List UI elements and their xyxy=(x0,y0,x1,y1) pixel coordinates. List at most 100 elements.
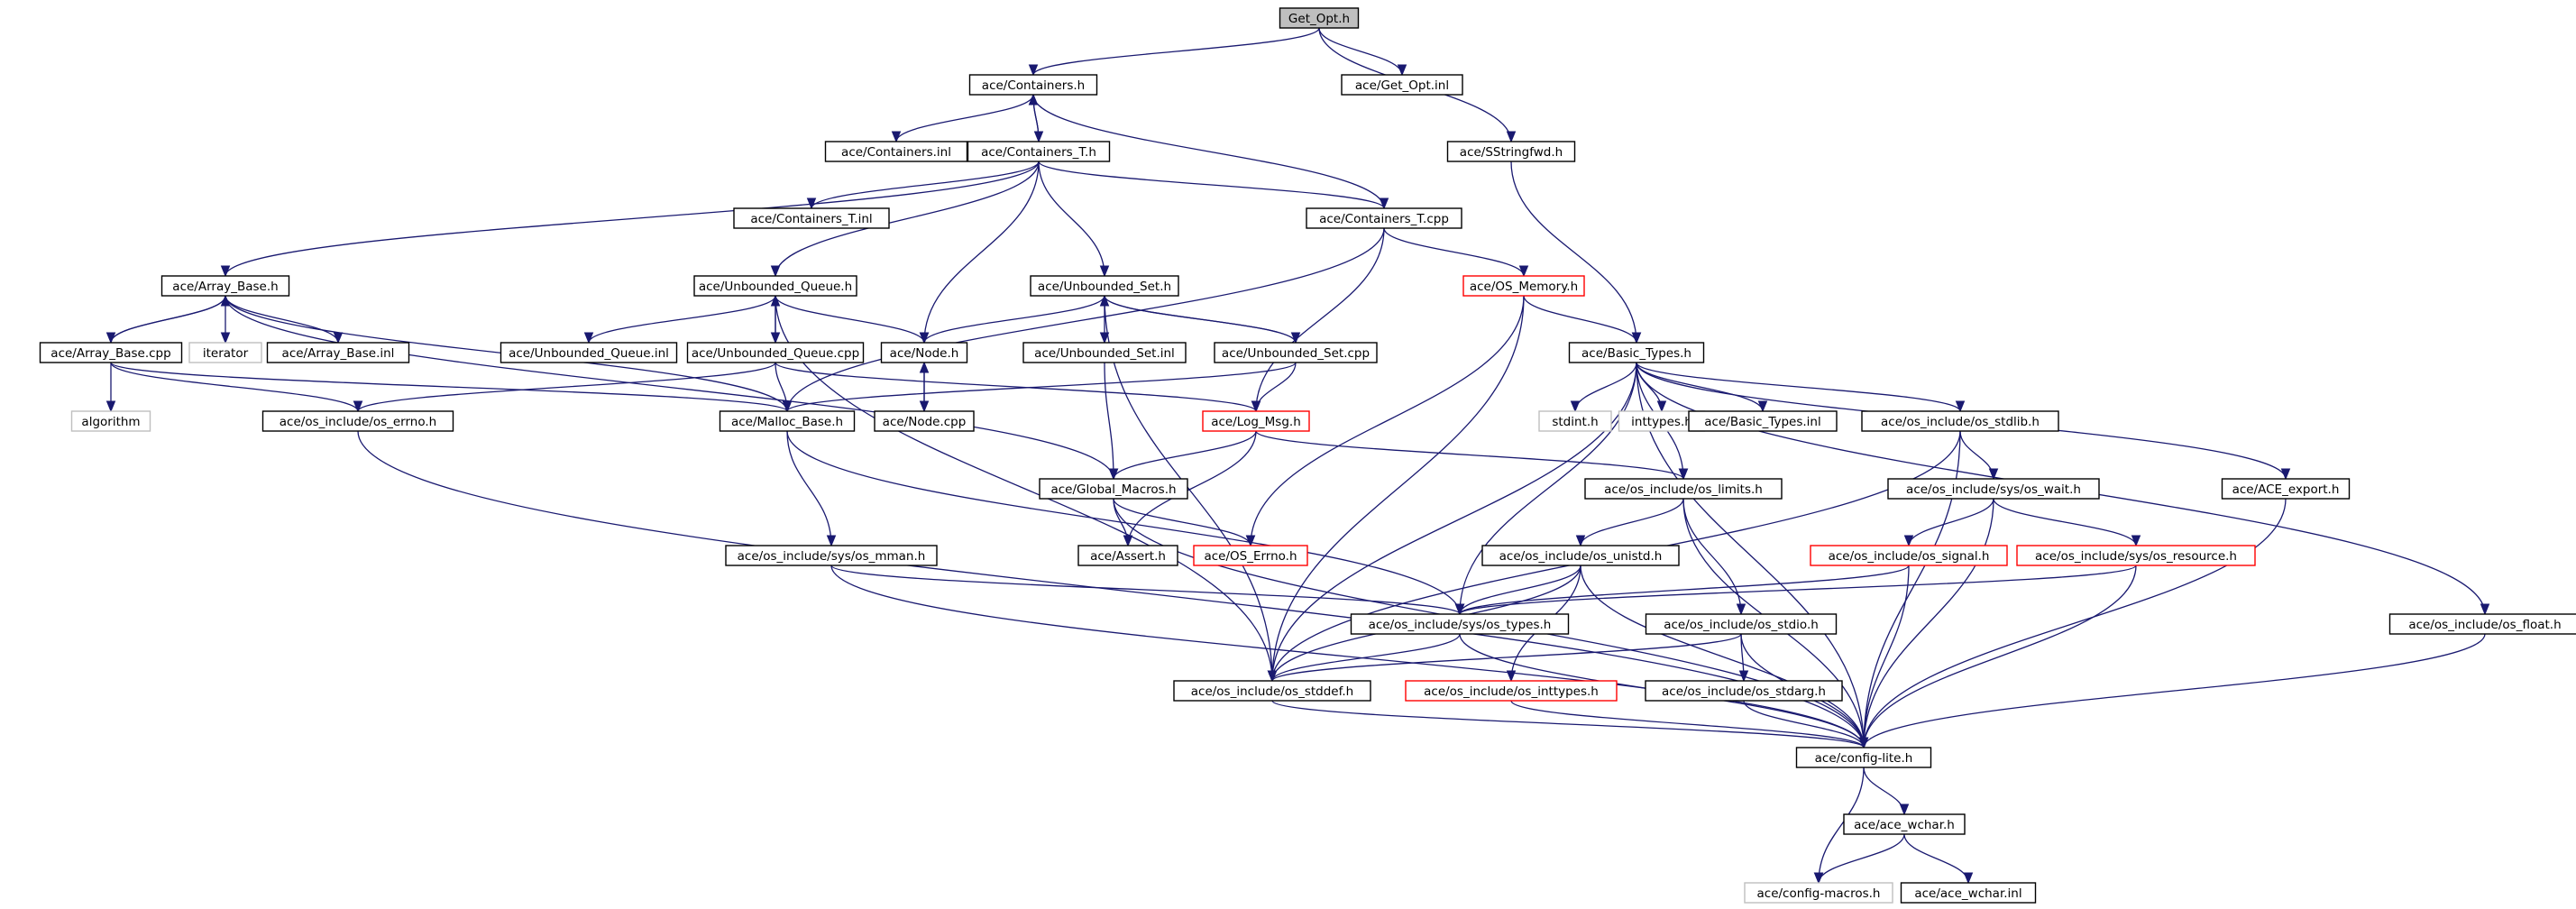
node-box[interactable] xyxy=(1584,478,1783,500)
node-containers-t-inl[interactable]: ace/Containers_T.inl xyxy=(733,207,890,229)
node-box[interactable] xyxy=(880,342,968,363)
node-box[interactable] xyxy=(2388,613,2576,635)
node-box[interactable] xyxy=(1810,545,2008,566)
node-config-lite-h[interactable]: ace/config-lite.h xyxy=(1795,747,1932,768)
node-os-float-h[interactable]: ace/os_include/os_float.h xyxy=(2388,613,2576,635)
node-os-errno-ace-h[interactable]: ace/OS_Errno.h xyxy=(1193,545,1308,566)
node-box[interactable] xyxy=(1405,680,1618,702)
node-iterator[interactable]: iterator xyxy=(188,342,262,363)
node-box[interactable] xyxy=(1306,207,1462,229)
node-box[interactable] xyxy=(824,141,968,162)
node-ace-wchar-inl[interactable]: ace/ace_wchar.inl xyxy=(1900,882,2037,904)
node-box[interactable] xyxy=(1077,545,1178,566)
node-box[interactable] xyxy=(1039,478,1188,500)
node-node-h[interactable]: ace/Node.h xyxy=(880,342,968,363)
node-box[interactable] xyxy=(1645,680,1843,702)
node-inttypes-h[interactable]: inttypes.h xyxy=(1618,410,1706,432)
node-box[interactable] xyxy=(693,275,857,297)
node-box[interactable] xyxy=(719,410,856,432)
node-box[interactable] xyxy=(1795,747,1932,768)
node-box[interactable] xyxy=(733,207,890,229)
node-get-opt-h[interactable]: Get_Opt.h xyxy=(1279,7,1360,29)
node-unbounded-queue-h[interactable]: ace/Unbounded_Queue.h xyxy=(693,275,857,297)
node-unbounded-queue-cpp[interactable]: ace/Unbounded_Queue.cpp xyxy=(686,342,865,363)
node-os-stdio-h[interactable]: ace/os_include/os_stdio.h xyxy=(1645,613,1838,635)
node-config-macros-h[interactable]: ace/config-macros.h xyxy=(1744,882,1893,904)
node-os-mman-h[interactable]: ace/os_include/sys/os_mman.h xyxy=(725,545,938,566)
node-os-memory-h[interactable]: ace/OS_Memory.h xyxy=(1462,275,1585,297)
node-array-base-cpp[interactable]: ace/Array_Base.cpp xyxy=(39,342,183,363)
node-assert-h[interactable]: ace/Assert.h xyxy=(1077,545,1178,566)
node-box[interactable] xyxy=(39,342,183,363)
node-box[interactable] xyxy=(1030,275,1179,297)
node-node-cpp[interactable]: ace/Node.cpp xyxy=(874,410,975,432)
node-os-stdlib-h[interactable]: ace/os_include/os_stdlib.h xyxy=(1861,410,2059,432)
node-get-opt-inl[interactable]: ace/Get_Opt.inl xyxy=(1341,74,1463,96)
node-os-errno-h[interactable]: ace/os_include/os_errno.h xyxy=(261,410,454,432)
node-box[interactable] xyxy=(874,410,975,432)
node-box[interactable] xyxy=(1568,342,1705,363)
node-box[interactable] xyxy=(266,342,410,363)
node-box[interactable] xyxy=(1861,410,2059,432)
node-box[interactable] xyxy=(2016,545,2256,566)
node-box[interactable] xyxy=(188,342,262,363)
node-box[interactable] xyxy=(1744,882,1893,904)
node-box[interactable] xyxy=(1341,74,1463,96)
node-box[interactable] xyxy=(1462,275,1585,297)
node-containers-inl[interactable]: ace/Containers.inl xyxy=(824,141,968,162)
node-array-base-h[interactable]: ace/Array_Base.h xyxy=(160,275,290,297)
node-containers-t-cpp[interactable]: ace/Containers_T.cpp xyxy=(1306,207,1462,229)
node-os-stdarg-h[interactable]: ace/os_include/os_stdarg.h xyxy=(1645,680,1843,702)
node-algorithm[interactable]: algorithm xyxy=(70,410,151,432)
node-box[interactable] xyxy=(500,342,678,363)
node-box[interactable] xyxy=(1688,410,1838,432)
node-box[interactable] xyxy=(1202,410,1310,432)
node-box[interactable] xyxy=(1350,613,1570,635)
node-array-base-inl[interactable]: ace/Array_Base.inl xyxy=(266,342,410,363)
node-box[interactable] xyxy=(1481,545,1680,566)
node-os-limits-h[interactable]: ace/os_include/os_limits.h xyxy=(1584,478,1783,500)
node-os-inttypes-h[interactable]: ace/os_include/os_inttypes.h xyxy=(1405,680,1618,702)
node-box[interactable] xyxy=(1645,613,1838,635)
node-unbounded-set-h[interactable]: ace/Unbounded_Set.h xyxy=(1030,275,1179,297)
node-box[interactable] xyxy=(967,141,1111,162)
node-box[interactable] xyxy=(1538,410,1612,432)
node-box[interactable] xyxy=(725,545,938,566)
node-os-resource-h[interactable]: ace/os_include/sys/os_resource.h xyxy=(2016,545,2256,566)
node-unbounded-queue-inl[interactable]: ace/Unbounded_Queue.inl xyxy=(500,342,678,363)
node-box[interactable] xyxy=(968,74,1098,96)
node-box[interactable] xyxy=(686,342,865,363)
node-os-wait-h[interactable]: ace/os_include/sys/os_wait.h xyxy=(1887,478,2100,500)
node-box[interactable] xyxy=(1900,882,2037,904)
node-os-stddef-h[interactable]: ace/os_include/os_stddef.h xyxy=(1173,680,1371,702)
node-os-unistd-h[interactable]: ace/os_include/os_unistd.h xyxy=(1481,545,1680,566)
node-log-msg-h[interactable]: ace/Log_Msg.h xyxy=(1202,410,1310,432)
node-containers-h[interactable]: ace/Containers.h xyxy=(968,74,1098,96)
node-containers-t-h[interactable]: ace/Containers_T.h xyxy=(967,141,1111,162)
node-os-types-h[interactable]: ace/os_include/sys/os_types.h xyxy=(1350,613,1570,635)
node-box[interactable] xyxy=(1279,7,1360,29)
node-box[interactable] xyxy=(1193,545,1308,566)
node-basic-types-inl[interactable]: ace/Basic_Types.inl xyxy=(1688,410,1838,432)
node-box[interactable] xyxy=(70,410,151,432)
node-basic-types-h[interactable]: ace/Basic_Types.h xyxy=(1568,342,1705,363)
node-box[interactable] xyxy=(261,410,454,432)
node-box[interactable] xyxy=(2221,478,2351,500)
node-box[interactable] xyxy=(1887,478,2100,500)
node-sstringfwd-h[interactable]: ace/SStringfwd.h xyxy=(1446,141,1576,162)
edge-get_opt_h-to-get_opt_inl xyxy=(1318,27,1403,76)
node-global-macros-h[interactable]: ace/Global_Macros.h xyxy=(1039,478,1188,500)
node-box[interactable] xyxy=(160,275,290,297)
node-box[interactable] xyxy=(1214,342,1378,363)
node-box[interactable] xyxy=(1446,141,1576,162)
node-stdint-h[interactable]: stdint.h xyxy=(1538,410,1612,432)
node-malloc-base-h[interactable]: ace/Malloc_Base.h xyxy=(719,410,856,432)
node-box[interactable] xyxy=(1022,342,1187,363)
node-unbounded-set-cpp[interactable]: ace/Unbounded_Set.cpp xyxy=(1214,342,1378,363)
node-ace-export-h[interactable]: ace/ACE_export.h xyxy=(2221,478,2351,500)
node-os-signal-h[interactable]: ace/os_include/os_signal.h xyxy=(1810,545,2008,566)
node-box[interactable] xyxy=(1843,813,1966,835)
node-box[interactable] xyxy=(1173,680,1371,702)
node-unbounded-set-inl[interactable]: ace/Unbounded_Set.inl xyxy=(1022,342,1187,363)
node-ace-wchar-h[interactable]: ace/ace_wchar.h xyxy=(1843,813,1966,835)
